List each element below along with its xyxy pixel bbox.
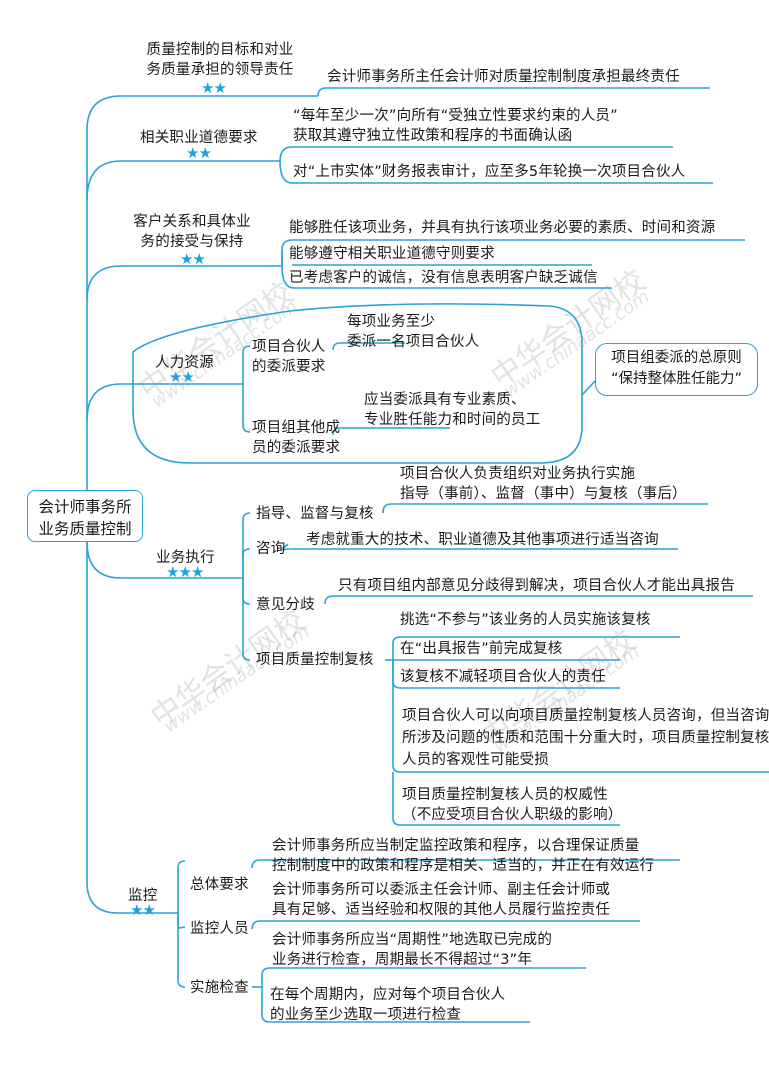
exec-sub-disagree-detail: 只有项目组内部意见分歧得到解决，项目合伙人才能出具报告 bbox=[338, 578, 735, 594]
monitor-sub-personnel-label[interactable]: 监控人员 bbox=[190, 921, 249, 937]
exec-sub-guidance-label[interactable]: 指导、监督与复核 bbox=[256, 506, 374, 522]
monitor-sub-overall-detail: 会计师事务所应当制定监控政策和程序，以合理保证质量 控制制度中的政策和程序是相关… bbox=[272, 838, 655, 874]
monitor-sub-inspection-label[interactable]: 实施检查 bbox=[190, 980, 249, 996]
branch-leadership-title[interactable]: 质量控制的目标和对业 务质量承担的领导责任 bbox=[146, 42, 294, 78]
star-rating: ★★ bbox=[169, 368, 195, 386]
exec-sub-guidance-detail: 项目合伙人负责组织对业务执行实施 指导（事前）、监督（事中）与复核（事后） bbox=[400, 466, 687, 502]
star-rating: ★★ bbox=[130, 901, 156, 919]
branch-hr-title[interactable]: 人力资源 bbox=[155, 355, 214, 371]
root-node[interactable]: 会计师事务所 业务质量控制 bbox=[27, 490, 143, 542]
exec-sub-consult-detail: 考虑就重大的技术、职业道德及其他事项进行适当咨询 bbox=[306, 532, 659, 548]
hr-sub-team-label[interactable]: 项目组其他成 员的委派要求 bbox=[252, 420, 341, 456]
hr-sub-team-detail: 应当委派具有专业素质、 专业胜任能力和时间的员工 bbox=[364, 392, 541, 428]
exec-sub-disagree-label[interactable]: 意见分歧 bbox=[256, 597, 315, 613]
star-rating: ★★★ bbox=[166, 563, 204, 581]
leaf-ethics-0: “每年至少一次”向所有“受独立性要求约束的人员” 获取其遵守独立性政策和程序的书… bbox=[293, 108, 618, 144]
qcreview-item-1: 在“出具报告”前完成复核 bbox=[400, 641, 563, 657]
leaf-client-2: 已考虑客户的诚信，没有信息表明客户缺乏诚信 bbox=[289, 270, 598, 286]
leaf-client-1: 能够遵守相关职业道德守则要求 bbox=[289, 246, 495, 262]
inspection-item-1: 在每个周期内，应对每个项目合伙人 的业务至少选取一项进行检查 bbox=[270, 987, 506, 1023]
qcreview-item-0: 挑选“不参与”该业务的人员实施该复核 bbox=[400, 612, 651, 628]
star-rating: ★★ bbox=[180, 250, 206, 268]
branch-ethics-title[interactable]: 相关职业道德要求 bbox=[140, 130, 258, 146]
branch-client-title[interactable]: 客户关系和具体业 务的接受与保持 bbox=[133, 214, 251, 250]
hr-principle-callout: 项目组委派的总原则 “保持整体胜任能力” bbox=[595, 343, 758, 396]
root-title-line1: 会计师事务所 bbox=[38, 498, 132, 516]
monitor-sub-personnel-detail: 会计师事务所可以委派主任会计师、副主任会计师或 具有足够、适当经验和权限的其他人… bbox=[272, 882, 611, 918]
exec-sub-qcreview-label[interactable]: 项目质量控制复核 bbox=[256, 652, 374, 668]
branch-execution-title[interactable]: 业务执行 bbox=[156, 550, 215, 566]
qcreview-item-2: 该复核不减轻项目合伙人的责任 bbox=[400, 669, 606, 685]
qcreview-item-4: 项目质量控制复核人员的权威性 （不应受项目合伙人职级的影响） bbox=[402, 787, 623, 823]
leaf-leadership-0: 会计师事务所主任会计师对质量控制制度承担最终责任 bbox=[327, 69, 680, 85]
exec-sub-consult-label[interactable]: 咨询 bbox=[256, 541, 286, 557]
star-rating: ★★ bbox=[186, 144, 212, 162]
hr-sub-partner-label[interactable]: 项目合伙人 的委派要求 bbox=[252, 339, 326, 375]
branch-monitoring-title[interactable]: 监控 bbox=[128, 888, 158, 904]
monitor-sub-overall-label[interactable]: 总体要求 bbox=[190, 877, 249, 893]
star-rating: ★★ bbox=[201, 79, 227, 97]
qcreview-item-3: 项目合伙人可以向项目质量控制复核人员咨询，但当咨询 所涉及问题的性质和范围十分重… bbox=[402, 708, 769, 768]
leaf-ethics-1: 对“上市实体”财务报表审计，应至多5年轮换一次项目合伙人 bbox=[293, 164, 686, 180]
hr-sub-partner-detail: 每项业务至少 委派一名项目合伙人 bbox=[347, 314, 480, 350]
inspection-item-0: 会计师事务所应当“周期性”地选取已完成的 业务进行检查，周期最长不得超过“3”年 bbox=[272, 932, 553, 968]
leaf-client-0: 能够胜任该项业务，并具有执行该项业务必要的素质、时间和资源 bbox=[289, 220, 716, 236]
root-title-line2: 业务质量控制 bbox=[38, 520, 132, 538]
